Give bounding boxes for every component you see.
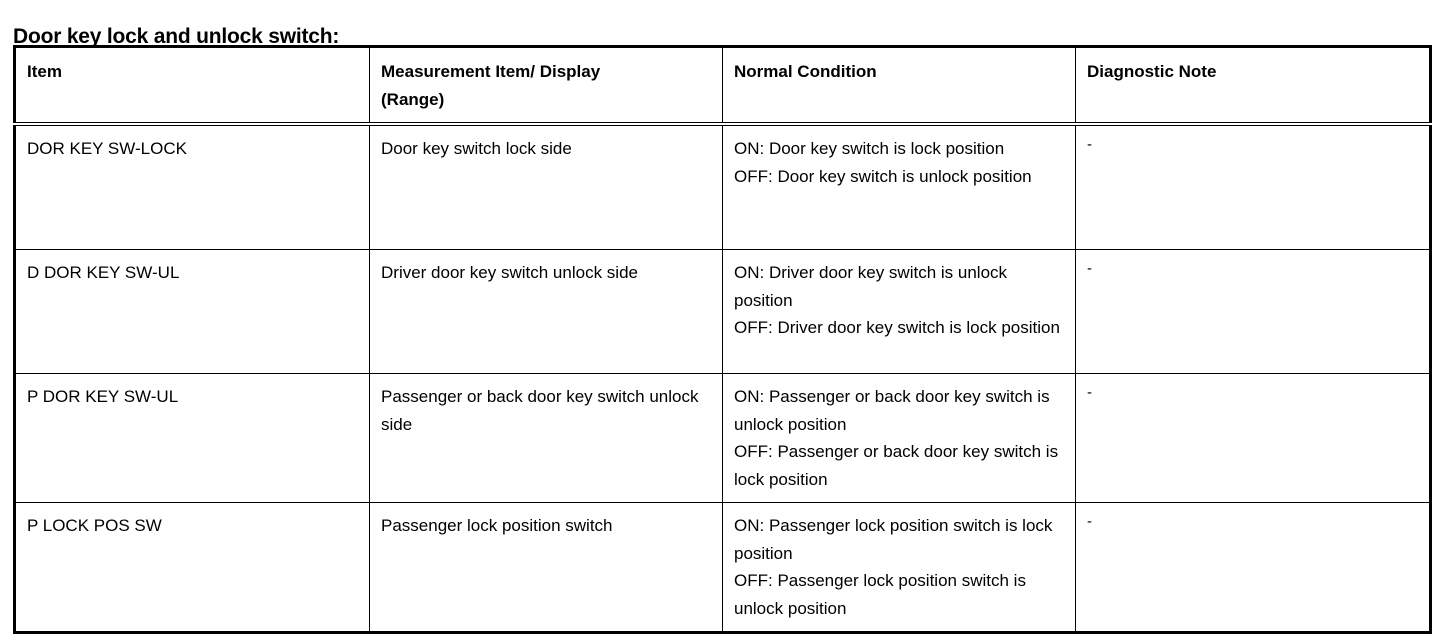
normal-condition-on: ON: Passenger or back door key switch is… xyxy=(734,387,1050,434)
table-body: DOR KEY SW-LOCK Door key switch lock sid… xyxy=(14,124,1431,633)
column-header-measurement-line2: (Range) xyxy=(381,89,445,109)
cell-item: D DOR KEY SW-UL xyxy=(14,249,370,374)
column-header-diagnostic-note: Diagnostic Note xyxy=(1075,46,1431,126)
diagnostic-parameter-table: Item Measurement Item/ Display (Range) N… xyxy=(13,45,1432,634)
diagnostic-note-value: - xyxy=(1087,136,1092,153)
document-page: Door key lock and unlock switch: Item Me… xyxy=(13,25,1432,634)
table-row: DOR KEY SW-LOCK Door key switch lock sid… xyxy=(14,124,1431,250)
table-row: P DOR KEY SW-UL Passenger or back door k… xyxy=(14,373,1431,503)
normal-condition-off: OFF: Passenger or back door key switch i… xyxy=(734,442,1059,489)
cell-diagnostic-note: - xyxy=(1075,502,1431,633)
diagnostic-note-value: - xyxy=(1087,384,1092,401)
cell-measurement: Passenger or back door key switch unlock… xyxy=(369,373,723,503)
normal-condition-on: ON: Door key switch is lock position xyxy=(734,139,1005,158)
cell-measurement: Door key switch lock side xyxy=(369,124,723,250)
normal-condition-on: ON: Passenger lock position switch is lo… xyxy=(734,516,1053,563)
cell-normal-condition: ON: Passenger lock position switch is lo… xyxy=(722,502,1076,633)
cell-item: P DOR KEY SW-UL xyxy=(14,373,370,503)
cell-normal-condition: ON: Door key switch is lock position OFF… xyxy=(722,124,1076,250)
table-header-row: Item Measurement Item/ Display (Range) N… xyxy=(14,46,1431,126)
cell-measurement: Driver door key switch unlock side xyxy=(369,249,723,374)
cell-normal-condition: ON: Passenger or back door key switch is… xyxy=(722,373,1076,503)
normal-condition-off: OFF: Door key switch is unlock position xyxy=(734,166,1032,186)
page-title: Door key lock and unlock switch: xyxy=(13,25,340,49)
table-row: P LOCK POS SW Passenger lock position sw… xyxy=(14,502,1431,633)
diagnostic-note-value: - xyxy=(1087,260,1092,277)
cell-normal-condition: ON: Driver door key switch is unlock pos… xyxy=(722,249,1076,374)
normal-condition-on: ON: Driver door key switch is unlock pos… xyxy=(734,263,1008,310)
column-header-normal-condition: Normal Condition xyxy=(722,46,1076,126)
column-header-measurement-line1: Measurement Item/ Display xyxy=(381,62,601,81)
table-row: D DOR KEY SW-UL Driver door key switch u… xyxy=(14,249,1431,374)
table-header: Item Measurement Item/ Display (Range) N… xyxy=(14,46,1431,126)
normal-condition-off: OFF: Passenger lock position switch is u… xyxy=(734,571,1026,618)
diagnostic-note-value: - xyxy=(1087,513,1092,530)
column-header-item: Item xyxy=(14,46,370,126)
cell-diagnostic-note: - xyxy=(1075,124,1431,250)
cell-item: P LOCK POS SW xyxy=(14,502,370,633)
column-header-measurement: Measurement Item/ Display (Range) xyxy=(369,46,723,126)
cell-diagnostic-note: - xyxy=(1075,249,1431,374)
cell-item: DOR KEY SW-LOCK xyxy=(14,124,370,250)
normal-condition-off: OFF: Driver door key switch is lock posi… xyxy=(734,318,1060,337)
cell-diagnostic-note: - xyxy=(1075,373,1431,503)
cell-measurement: Passenger lock position switch xyxy=(369,502,723,633)
